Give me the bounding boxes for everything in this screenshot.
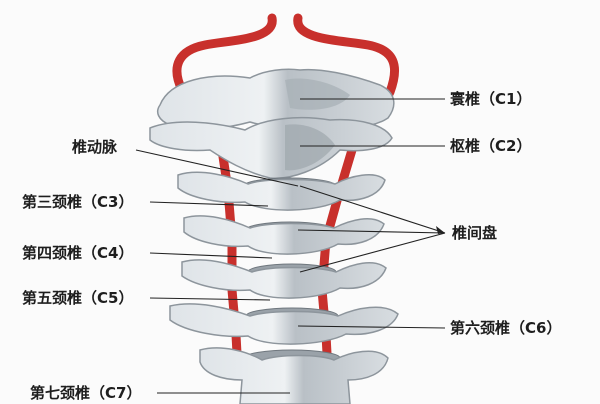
label-vertebral-artery: 椎动脉 — [72, 138, 118, 156]
leader-artery — [135, 149, 299, 187]
label-c3: 第三颈椎（C3） — [22, 193, 134, 211]
leader-c6 — [297, 325, 446, 329]
label-c6: 第六颈椎（C6） — [450, 319, 562, 337]
label-c1: 寰椎（C1） — [450, 90, 532, 108]
label-c4: 第四颈椎（C4） — [22, 244, 134, 262]
leader-c3 — [149, 201, 269, 207]
label-c7: 第七颈椎（C7） — [30, 384, 142, 402]
leader-c4 — [149, 252, 273, 259]
leader-disc-3 — [299, 232, 446, 273]
label-c2: 枢椎（C2） — [450, 137, 532, 155]
vertebra-c6 — [169, 303, 399, 345]
vertebra-c5 — [181, 259, 387, 299]
label-intervertebral-disc: 椎间盘 — [452, 224, 498, 242]
leader-disc-2 — [297, 229, 446, 234]
vertebra-c7 — [199, 347, 389, 404]
leader-c5 — [149, 297, 271, 301]
label-c5: 第五颈椎（C5） — [22, 289, 134, 307]
vertebra-c3 — [177, 171, 386, 211]
vertebra-c4 — [183, 215, 385, 255]
leader-lines — [135, 98, 446, 394]
vertebra-c2 — [149, 116, 393, 179]
leader-disc-1 — [299, 185, 446, 234]
